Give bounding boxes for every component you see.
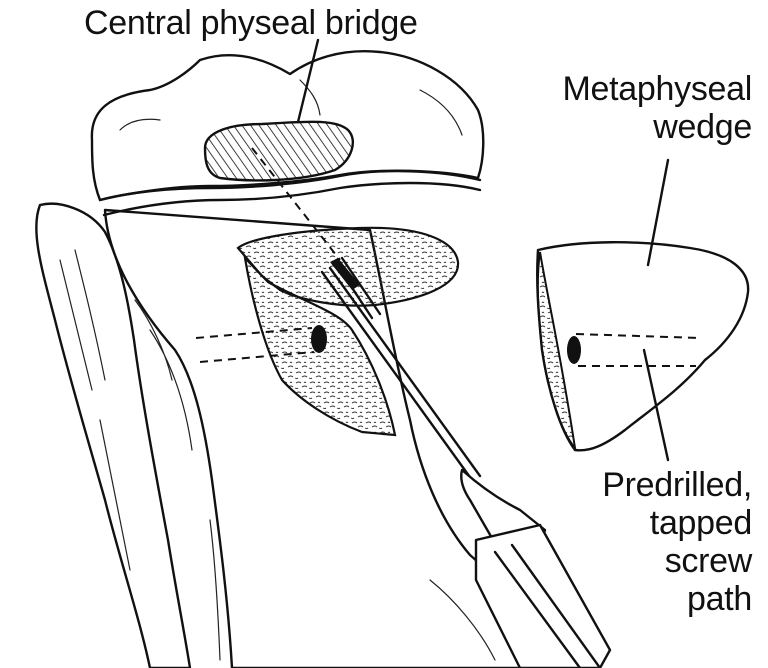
screw-path-label-line-2: tapped	[649, 504, 753, 542]
bridge-leader-line	[296, 38, 320, 124]
central-physeal-bridge	[203, 120, 354, 182]
screw-path-label: Predrilled, tapped screw path	[602, 466, 752, 618]
central-physeal-bridge-label: Central physeal bridge	[84, 4, 418, 42]
screw-path-label-line-4: path	[687, 580, 752, 618]
metaphyseal-wedge-label: Metaphyseal wedge	[562, 70, 753, 146]
metaphyseal-wedge	[536, 158, 750, 462]
metaphyseal-wedge-label-line-1: Metaphyseal	[562, 70, 753, 108]
tibia-shaft	[103, 208, 532, 668]
fibula	[35, 202, 192, 668]
screw-path-label-line-3: screw	[664, 542, 753, 580]
wedge-leader-line	[646, 158, 670, 267]
screw-path-leader-line	[642, 348, 670, 462]
metaphyseal-wedge-label-line-2: wedge	[653, 108, 752, 146]
epiphysis	[90, 38, 485, 217]
drill	[320, 256, 612, 668]
screw-path-label-line-1: Predrilled,	[602, 466, 752, 504]
